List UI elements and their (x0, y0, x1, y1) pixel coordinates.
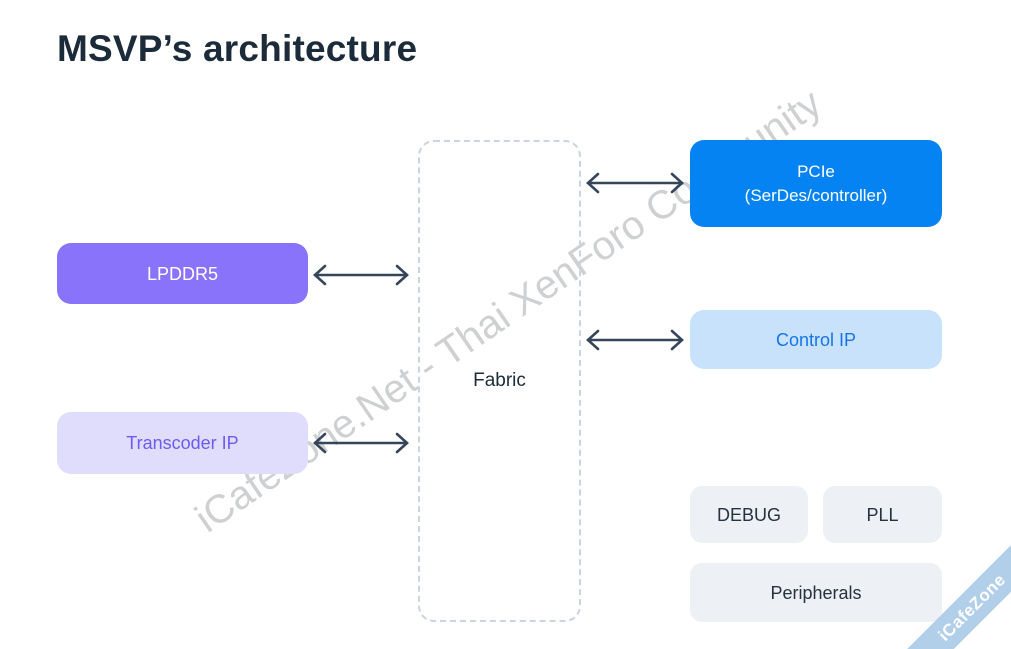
lpddr5-label: LPDDR5 (146, 263, 219, 284)
bidirectional-arrow-fabric-pcie-icon (586, 172, 684, 194)
fabric-block: Fabric (418, 140, 581, 622)
transcoder-ip-block: Transcoder IP (57, 412, 308, 474)
bidirectional-arrow-transcoder-fabric-icon (313, 432, 409, 454)
page-title: MSVP’s architecture (57, 28, 418, 69)
control-ip-label: Control IP (775, 329, 857, 350)
debug-block: DEBUG (690, 486, 808, 543)
transcoder-ip-label: Transcoder IP (126, 433, 239, 453)
bidirectional-arrow-lpddr5-fabric-icon (313, 264, 409, 286)
control-ip-block: Control IP (690, 310, 942, 369)
pll-label: PLL (866, 504, 899, 525)
peripherals-block: Peripherals (690, 563, 942, 622)
pcie-label-line2: (SerDes/controller) (744, 185, 888, 205)
debug-label: DEBUG (716, 504, 781, 525)
peripherals-label: Peripherals (770, 582, 862, 603)
pcie-label-line1: PCIe (797, 161, 835, 181)
fabric-label: Fabric (473, 370, 526, 391)
pll-block: PLL (823, 486, 942, 543)
corner-ribbon-text: iCafeZone (934, 569, 1010, 645)
pcie-block: PCIe (SerDes/controller) (690, 140, 942, 227)
lpddr5-block: LPDDR5 (57, 243, 308, 304)
bidirectional-arrow-fabric-control-icon (586, 329, 684, 351)
